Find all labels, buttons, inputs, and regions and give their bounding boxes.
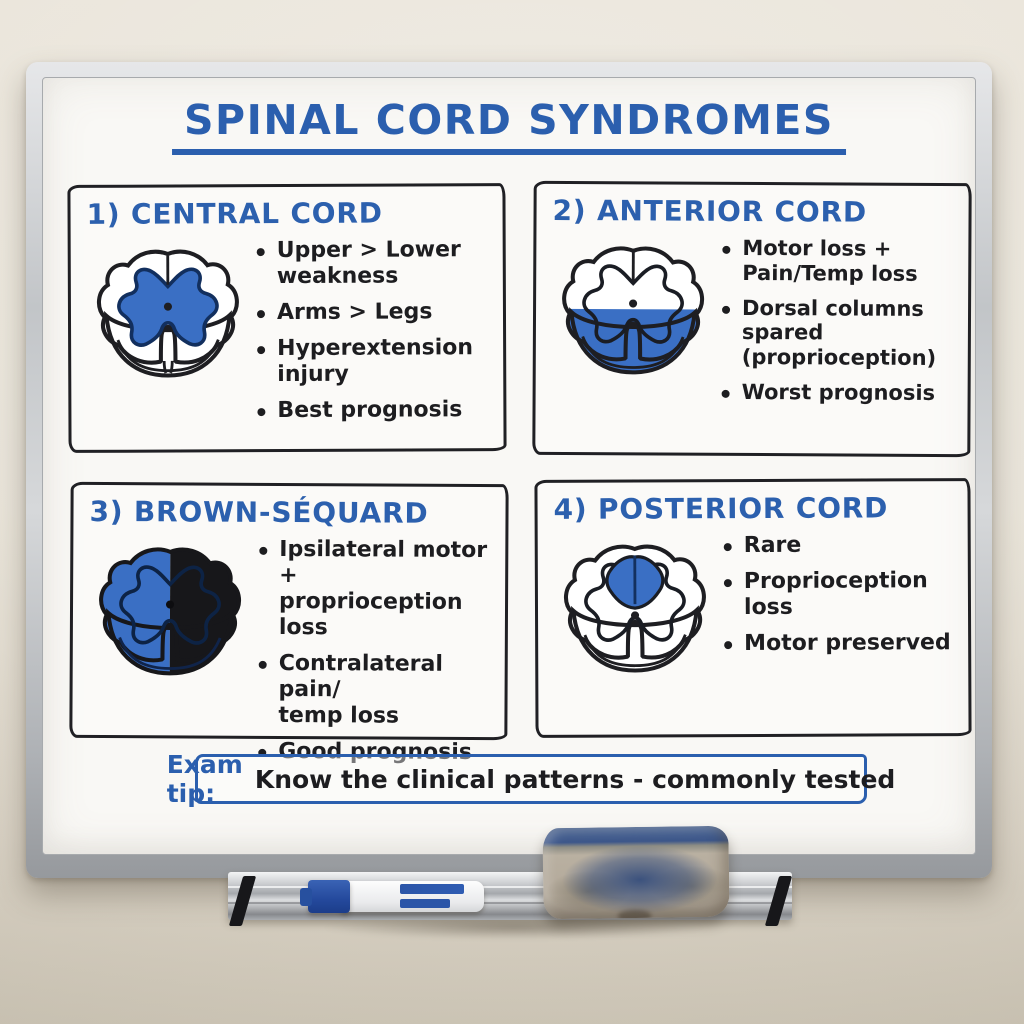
bullet-list: Ipsilateral motor + proprioception loss … bbox=[256, 537, 495, 776]
whiteboard-surface: SPINAL CORD SYNDROMES 1) CENTRAL CORD Up… bbox=[42, 77, 976, 855]
bullet-item: Upper > Lower weakness bbox=[255, 237, 493, 290]
bullet-item: Arms > Legs bbox=[255, 299, 493, 326]
central-cord-diagram bbox=[97, 249, 239, 378]
gray-matter-butterfly bbox=[582, 264, 684, 344]
dry-erase-marker bbox=[300, 880, 484, 913]
anterior-cord-diagram bbox=[562, 246, 704, 375]
bullet-item: Dorsal columns spared (proprioception) bbox=[720, 295, 958, 371]
section-heading: 1) CENTRAL CORD bbox=[86, 196, 383, 231]
posterior-cord-diagram bbox=[564, 544, 706, 673]
bullet-item: Worst prognosis bbox=[720, 380, 958, 406]
bullet-list: Rare Proprioception loss Motor preserved bbox=[722, 532, 959, 667]
bullet-item: Motor loss + Pain/Temp loss bbox=[720, 236, 958, 287]
marker-label bbox=[400, 884, 464, 894]
whiteboard-frame: SPINAL CORD SYNDROMES 1) CENTRAL CORD Up… bbox=[26, 62, 992, 878]
bullet-item: Best prognosis bbox=[255, 397, 493, 424]
section-heading: 2) ANTERIOR CORD bbox=[552, 193, 868, 229]
bullet-list: Upper > Lower weakness Arms > Legs Hyper… bbox=[255, 237, 494, 434]
exam-tip-label: Exam tip: bbox=[166, 750, 243, 808]
marker-body bbox=[340, 881, 484, 912]
bullet-item: Ipsilateral motor + proprioception loss bbox=[257, 537, 496, 642]
section-brown-sequard: 3) BROWN-SÉQUARD bbox=[69, 481, 509, 765]
section-central-cord: 1) CENTRAL CORD Upper > Lower weakness A… bbox=[67, 183, 507, 453]
section-heading: 4) POSTERIOR CORD bbox=[553, 491, 889, 526]
bullet-item: Motor preserved bbox=[722, 630, 958, 657]
marker-cap bbox=[308, 880, 350, 913]
bullet-item: Rare bbox=[722, 532, 958, 559]
exam-tip-text: Know the clinical patterns - commonly te… bbox=[254, 764, 896, 794]
board-title: SPINAL CORD SYNDROMES bbox=[172, 96, 846, 155]
section-anterior-cord: 2) ANTERIOR CORD bbox=[532, 180, 972, 458]
section-heading: 3) BROWN-SÉQUARD bbox=[89, 494, 429, 530]
marker-cap-nub bbox=[300, 888, 312, 906]
whiteboard-eraser bbox=[542, 825, 730, 920]
bullet-list: Motor loss + Pain/Temp loss Dorsal colum… bbox=[719, 236, 958, 416]
gray-matter-butterfly bbox=[119, 565, 221, 645]
bullet-item: Hyperextension injury bbox=[255, 335, 493, 388]
bullet-item: Contralateral pain/ temp loss bbox=[256, 651, 494, 730]
brown-sequard-diagram bbox=[99, 547, 241, 676]
exam-tip-box: Exam tip: Know the clinical patterns - c… bbox=[167, 750, 896, 808]
section-posterior-cord: 4) POSTERIOR CORD Rare Proprioception lo… bbox=[534, 478, 972, 738]
bullet-item: Proprioception loss bbox=[722, 568, 958, 621]
marker-label bbox=[400, 899, 450, 908]
